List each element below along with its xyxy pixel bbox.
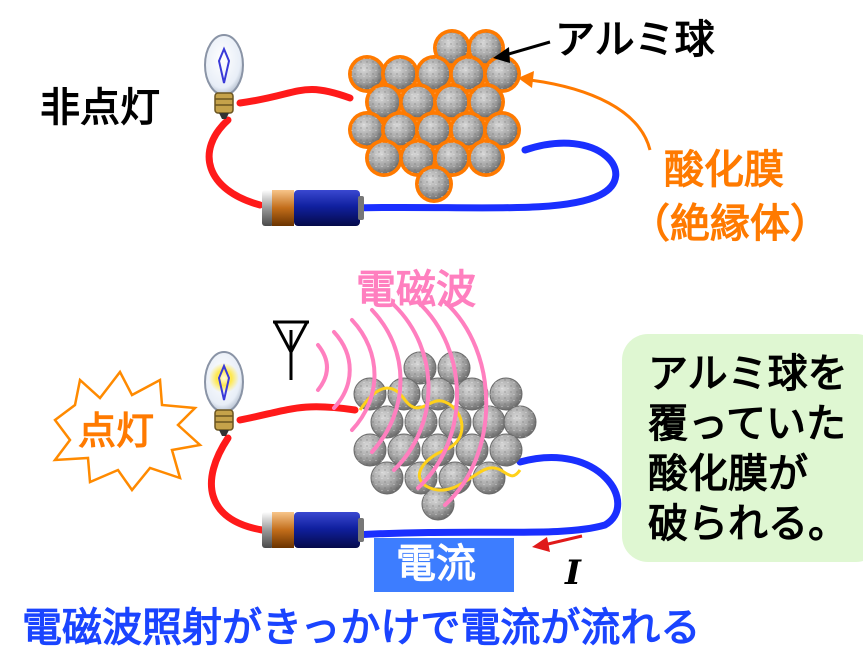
aluminum-ball (404, 405, 438, 439)
broken-oxide-ball-cluster (353, 351, 537, 521)
aluminum-ball (489, 377, 523, 411)
current-arrow-head (532, 537, 550, 552)
aluminum-ball (421, 487, 455, 521)
em-wave-arcs (316, 300, 489, 507)
starburst-icon (52, 369, 203, 493)
aluminum-ball (483, 111, 521, 149)
aluminum-ball (449, 55, 487, 93)
aluminum-balls-label: アルミ球 (555, 17, 715, 63)
aluminum-ball (467, 139, 505, 177)
aluminum-ball (415, 165, 453, 203)
aluminum-ball (365, 139, 403, 177)
aluminum-ball (467, 83, 505, 121)
oxide-arrow-head (518, 71, 534, 88)
aluminum-ball (483, 55, 521, 93)
aluminum-ball (381, 111, 419, 149)
aluminum-ball (387, 433, 421, 467)
aluminum-ball (415, 55, 453, 93)
light-bulb-icon (204, 34, 244, 119)
top-red-wire (205, 86, 354, 209)
aluminum-ball (503, 405, 537, 439)
arrow-head-black (493, 47, 510, 63)
arrow-icon (504, 40, 551, 57)
antenna-icon (273, 320, 309, 380)
glowing-light-bulb-icon (204, 351, 244, 436)
current-label: 電流 (396, 541, 476, 587)
note-line-1: アルミ球を (648, 351, 848, 397)
bottom-blue-wire (350, 454, 622, 539)
note-line-2: 覆っていた (648, 401, 846, 447)
aluminum-ball (399, 83, 437, 121)
note-line-4: 破られる。 (648, 501, 848, 547)
aluminum-ball (489, 433, 523, 467)
on-state-label: 点灯 (78, 409, 155, 453)
oxide-pointer-arrow (529, 78, 652, 151)
battery-icon-bottom (262, 512, 364, 548)
explanation-note (622, 334, 863, 562)
top-blue-wire (346, 139, 620, 212)
aluminum-ball (365, 83, 403, 121)
aluminum-ball-cluster (348, 29, 521, 203)
battery-icon (262, 190, 364, 226)
bottom-red-wire (207, 403, 359, 534)
current-arrow-icon (547, 534, 583, 546)
bottom-circuit (52, 300, 622, 552)
aluminum-ball (348, 55, 386, 93)
aluminum-ball (449, 111, 487, 149)
top-circuit (204, 29, 652, 226)
current-box (374, 538, 514, 592)
aluminum-ball (353, 377, 387, 411)
aluminum-ball (387, 377, 421, 411)
oxide-film-label: 酸化膜 (664, 147, 784, 193)
off-state-label: 非点灯 (40, 85, 160, 131)
aluminum-ball (472, 405, 506, 439)
aluminum-ball (348, 111, 386, 149)
aluminum-ball (455, 377, 489, 411)
caption: 電磁波照射がきっかけで電流が流れる (22, 605, 701, 651)
aluminum-ball (381, 55, 419, 93)
insulator-label: （絶縁体） (630, 201, 830, 247)
current-symbol: I (565, 553, 581, 593)
note-line-3: 酸化膜が (648, 451, 808, 497)
em-wave-label: 電磁波 (356, 267, 476, 313)
aluminum-ball (415, 111, 453, 149)
